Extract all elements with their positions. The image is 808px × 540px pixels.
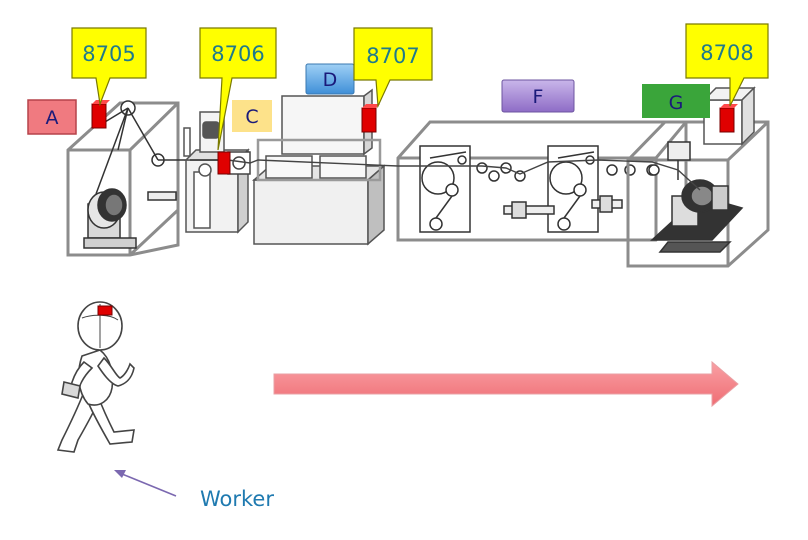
svg-text:8706: 8706 xyxy=(211,42,264,66)
machine-d xyxy=(252,88,386,246)
callout-8705: 8705 xyxy=(71,27,147,107)
sensor-8706 xyxy=(217,151,231,175)
stage-label-f: F xyxy=(501,79,575,113)
callout-8707: 8707 xyxy=(353,27,433,109)
svg-text:8708: 8708 xyxy=(700,41,753,65)
svg-text:8705: 8705 xyxy=(82,42,135,66)
svg-text:8707: 8707 xyxy=(366,44,419,68)
svg-text:A: A xyxy=(46,107,59,129)
worker-pointer-arrow xyxy=(114,470,177,497)
sensor-8707 xyxy=(361,104,380,133)
svg-text:G: G xyxy=(669,92,684,114)
flow-direction-arrow xyxy=(273,360,739,408)
svg-text:D: D xyxy=(323,69,338,91)
stage-label-g: G xyxy=(642,84,710,118)
sensor-8708 xyxy=(719,104,738,133)
callout-8706: 8706 xyxy=(199,27,277,151)
worker-figure xyxy=(56,301,135,453)
callout-8708: 8708 xyxy=(685,23,769,107)
process-web-line xyxy=(190,159,701,191)
svg-text:F: F xyxy=(533,86,544,108)
machine-g-internals xyxy=(648,141,744,253)
worker-label: Worker xyxy=(200,487,274,511)
stage-label-d: D xyxy=(305,63,355,95)
stage-label-a: A xyxy=(27,99,77,135)
machine-a-internals xyxy=(83,100,190,249)
stage-label-c: C xyxy=(232,100,272,132)
svg-text:C: C xyxy=(245,106,258,128)
